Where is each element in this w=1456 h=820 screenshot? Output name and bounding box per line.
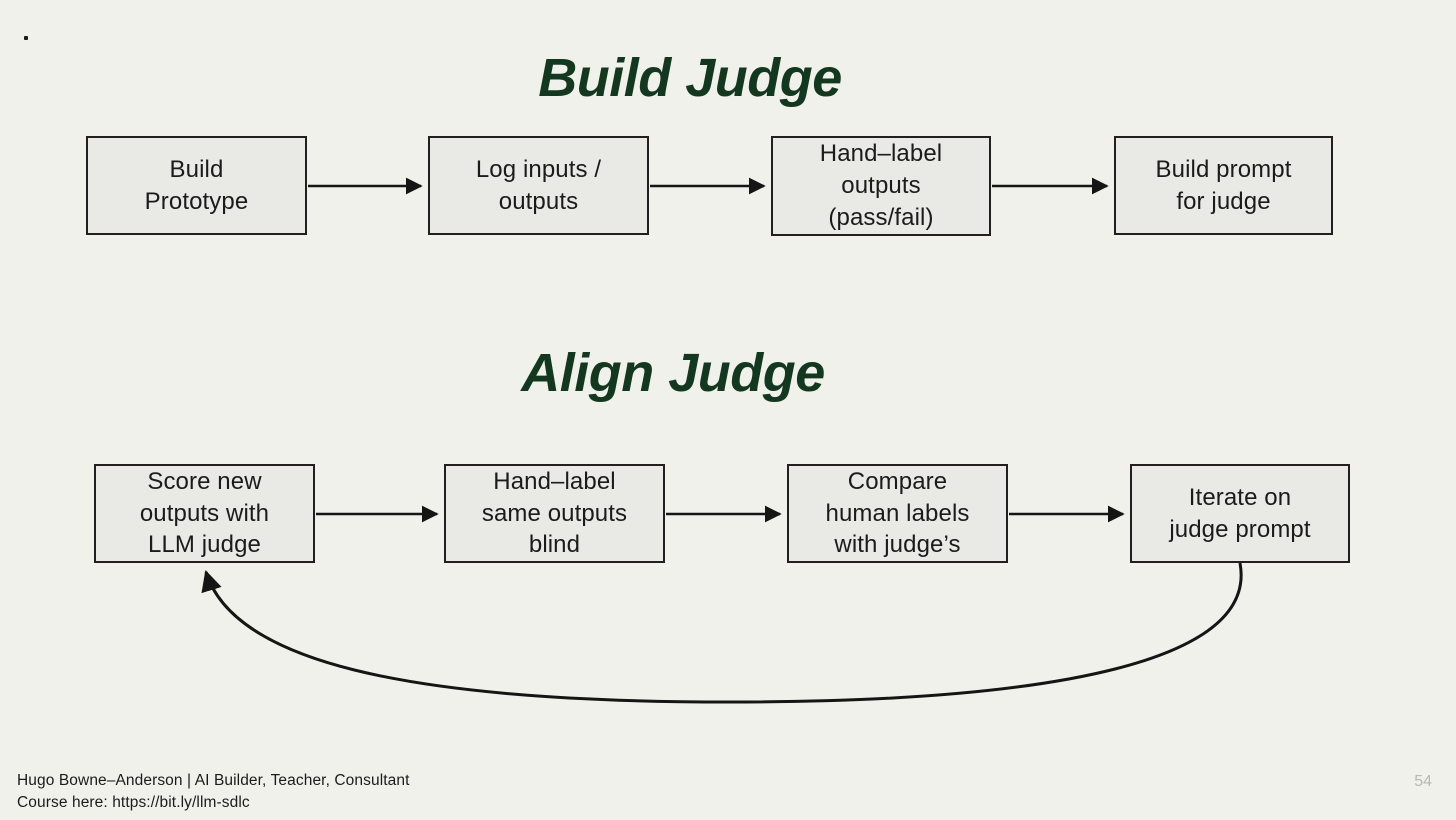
- line: outputs with: [139, 499, 270, 527]
- line: Build prompt: [1155, 155, 1292, 183]
- node-score-new-outputs[interactable]: Score new outputs with LLM judge: [94, 464, 315, 563]
- node-score-new-outputs-label: Score new outputs with LLM judge: [128, 466, 281, 561]
- line: same outputs: [481, 499, 628, 527]
- line: Iterate on: [1188, 483, 1292, 511]
- line: Compare: [847, 468, 948, 495]
- footer: Hugo Bowne–Anderson | AI Builder, Teache…: [17, 770, 410, 814]
- line: outputs: [841, 172, 921, 200]
- line: Hand–label: [493, 468, 616, 495]
- line: human labels: [825, 499, 970, 527]
- line: (pass/fail): [828, 203, 934, 231]
- node-build-prompt-for-judge[interactable]: Build prompt for judge: [1114, 136, 1333, 235]
- node-hand-label-outputs[interactable]: Hand–label outputs (pass/fail): [771, 136, 991, 236]
- node-compare-human-labels[interactable]: Compare human labels with judge’s: [787, 464, 1008, 563]
- node-iterate-on-judge-prompt-label: Iterate on judge prompt: [1157, 482, 1322, 545]
- footer-line-course: Course here: https://bit.ly/llm-sdlc: [17, 794, 250, 811]
- bullet-dot: [24, 36, 28, 40]
- line: judge prompt: [1169, 515, 1311, 543]
- line: Prototype: [144, 187, 249, 215]
- section-title-align-judge: Align Judge: [521, 343, 825, 403]
- line: LLM judge: [148, 531, 261, 559]
- node-hand-label-same-outputs[interactable]: Hand–label same outputs blind: [444, 464, 665, 563]
- line: outputs: [498, 187, 579, 215]
- line: Score new: [147, 468, 262, 495]
- line: for judge: [1176, 187, 1271, 215]
- node-log-inputs-outputs-label: Log inputs / outputs: [464, 154, 613, 217]
- node-hand-label-outputs-label: Hand–label outputs (pass/fail): [808, 138, 954, 233]
- line: Build: [169, 155, 224, 183]
- footer-line-author: Hugo Bowne–Anderson | AI Builder, Teache…: [17, 772, 410, 789]
- line: Log inputs /: [475, 155, 602, 183]
- section-title-build-judge: Build Judge: [538, 48, 842, 108]
- line: with judge’s: [834, 531, 961, 559]
- node-hand-label-same-outputs-label: Hand–label same outputs blind: [470, 466, 639, 561]
- line: Hand–label: [819, 140, 943, 168]
- node-build-prototype-label: Build Prototype: [133, 154, 261, 217]
- node-iterate-on-judge-prompt[interactable]: Iterate on judge prompt: [1130, 464, 1350, 563]
- node-build-prompt-for-judge-label: Build prompt for judge: [1144, 154, 1304, 217]
- node-build-prototype[interactable]: Build Prototype: [86, 136, 307, 235]
- node-log-inputs-outputs[interactable]: Log inputs / outputs: [428, 136, 649, 235]
- line: blind: [528, 531, 581, 559]
- node-compare-human-labels-label: Compare human labels with judge’s: [814, 466, 982, 561]
- page-number: 54: [1414, 773, 1432, 790]
- arrow-feedback-loop-iterate-to-score: [201, 562, 1243, 704]
